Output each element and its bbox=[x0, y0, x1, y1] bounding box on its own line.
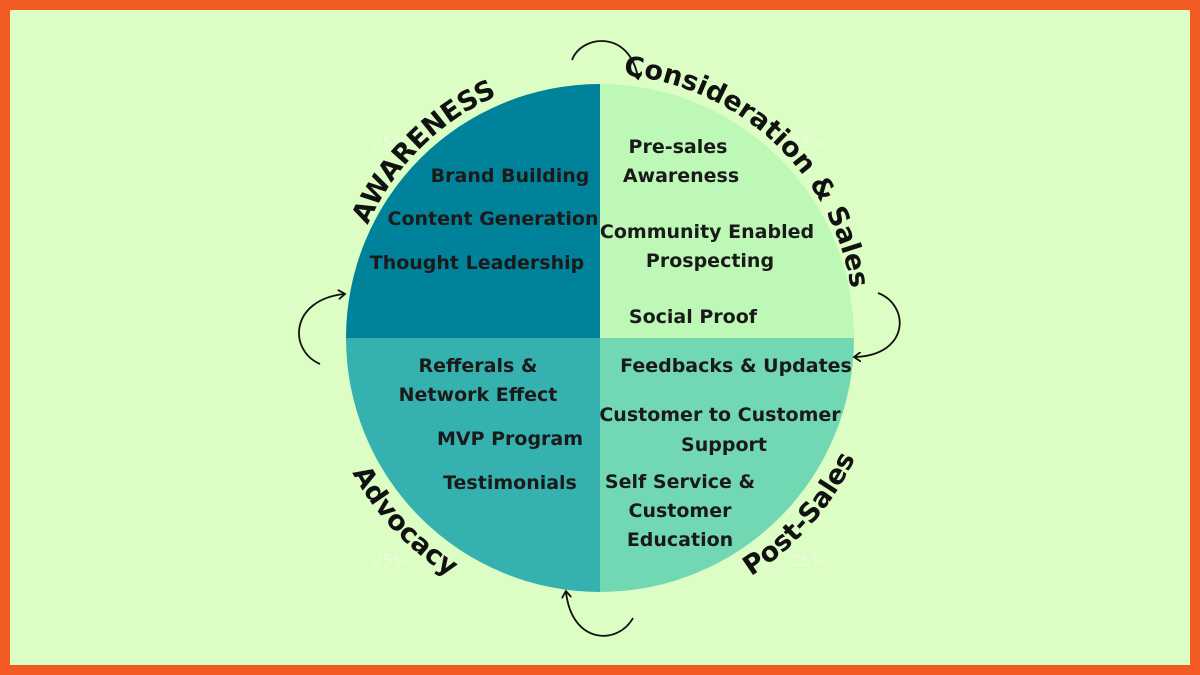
cycle-arrow-icon bbox=[855, 292, 901, 357]
consideration-item: Prospecting bbox=[646, 250, 774, 272]
awareness-item: Content Generation bbox=[388, 208, 599, 230]
consideration-item: Pre-sales bbox=[629, 136, 728, 158]
post-sales-quadrant bbox=[600, 338, 854, 592]
advocacy-item: Network Effect bbox=[399, 384, 558, 406]
cycle-arrow-icon bbox=[566, 592, 634, 637]
awareness-percent: 25% bbox=[372, 133, 408, 152]
awareness-item: Thought Leadership bbox=[370, 252, 585, 274]
post-sales-item: Customer bbox=[629, 500, 733, 522]
consideration-percent: 25% bbox=[790, 133, 826, 152]
post-sales-item: Support bbox=[681, 434, 767, 456]
cycle-arrow-icon bbox=[571, 40, 638, 78]
post-sales-item: Feedbacks & Updates bbox=[620, 355, 852, 377]
advocacy-item: Refferals & bbox=[419, 355, 538, 377]
consideration-quadrant bbox=[600, 84, 854, 338]
consideration-item: Social Proof bbox=[629, 306, 758, 328]
advocacy-quadrant bbox=[346, 338, 600, 592]
consideration-item: Community Enabled bbox=[600, 221, 814, 243]
awareness-quadrant bbox=[346, 84, 600, 338]
advocacy-percent: 25% bbox=[372, 551, 408, 570]
post-sales-item: Education bbox=[627, 529, 733, 551]
advocacy-item: MVP Program bbox=[437, 428, 583, 450]
post-sales-item: Self Service & bbox=[605, 471, 755, 493]
post-sales-percent: 25% bbox=[790, 551, 826, 570]
advocacy-item: Testimonials bbox=[443, 472, 577, 494]
awareness-item: Brand Building bbox=[431, 165, 590, 187]
consideration-item: Awareness bbox=[623, 165, 739, 187]
post-sales-item: Customer to Customer bbox=[599, 404, 841, 426]
cycle-arrow-icon bbox=[298, 294, 344, 365]
